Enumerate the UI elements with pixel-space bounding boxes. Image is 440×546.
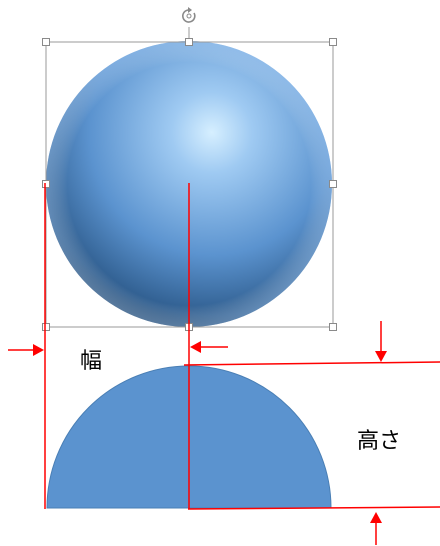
rotate-handle-icon[interactable]	[182, 7, 196, 23]
height-bottom-guide	[187, 506, 440, 510]
arrowheads	[33, 341, 387, 523]
resize-handles[interactable]	[42, 38, 337, 331]
resize-handle-bottom-left[interactable]	[42, 323, 50, 331]
resize-handle-top-center[interactable]	[185, 38, 193, 46]
dimension-annotations	[8, 183, 440, 545]
arrowhead-right-icon	[33, 344, 44, 356]
resize-handle-middle-right[interactable]	[329, 180, 337, 188]
resize-handle-top-left[interactable]	[42, 38, 50, 46]
height-label: 高さ	[357, 429, 402, 454]
resize-handle-middle-left[interactable]	[42, 180, 50, 188]
arrowhead-down-icon	[375, 351, 387, 362]
arrowhead-left-icon	[190, 341, 201, 353]
height-top-guide	[183, 361, 440, 366]
resize-handle-top-right[interactable]	[329, 38, 337, 46]
resize-handle-bottom-right[interactable]	[329, 323, 337, 331]
arrowhead-up-icon	[370, 512, 382, 523]
width-label: 幅	[80, 349, 103, 374]
